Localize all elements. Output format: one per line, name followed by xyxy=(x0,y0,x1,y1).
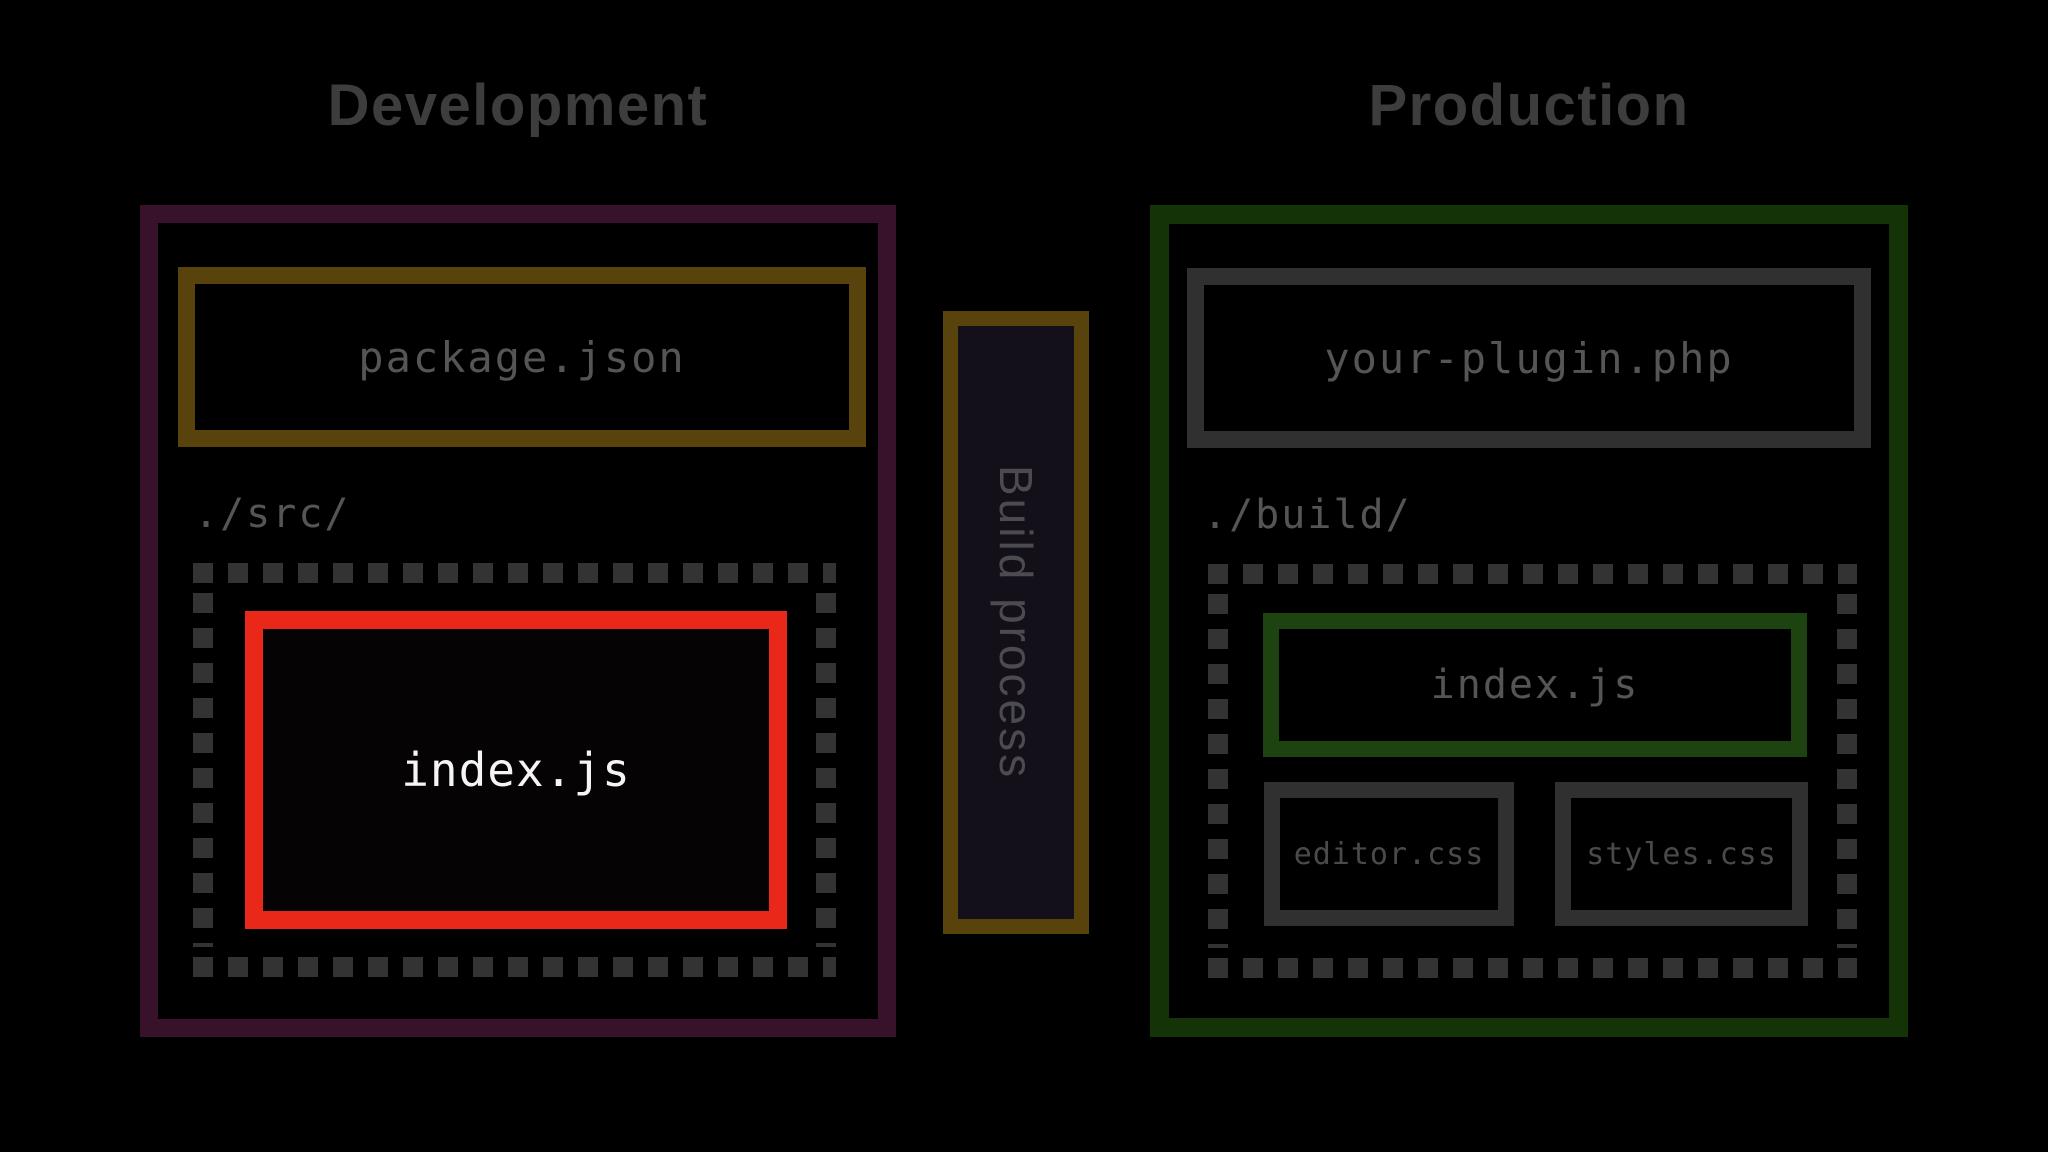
production-panel: your-plugin.php ./build/ index.js editor… xyxy=(1150,205,1908,1037)
package-json-box: package.json xyxy=(178,267,866,447)
build-process-box: Build process xyxy=(943,311,1089,934)
src-folder-label: ./src/ xyxy=(194,491,351,537)
src-folder-container: index.js xyxy=(193,563,836,977)
your-plugin-php-box: your-plugin.php xyxy=(1187,268,1871,448)
build-index-js-box: index.js xyxy=(1263,613,1807,757)
production-title: Production xyxy=(1368,73,1690,138)
development-title: Development xyxy=(327,73,709,138)
editor-css-box: editor.css xyxy=(1264,782,1514,926)
styles-css-box: styles.css xyxy=(1555,782,1808,926)
build-process-label: Build process xyxy=(990,464,1042,781)
development-panel: package.json ./src/ index.js xyxy=(140,205,896,1037)
src-index-js-box: index.js xyxy=(245,611,787,929)
build-index-js-label: index.js xyxy=(1430,662,1640,708)
package-json-label: package.json xyxy=(358,332,686,382)
editor-css-label: editor.css xyxy=(1293,836,1485,872)
your-plugin-php-label: your-plugin.php xyxy=(1324,333,1734,383)
src-index-js-label: index.js xyxy=(401,743,631,797)
build-folder-container: index.js editor.css styles.css xyxy=(1208,564,1857,978)
styles-css-label: styles.css xyxy=(1586,836,1777,872)
build-folder-label: ./build/ xyxy=(1203,492,1412,538)
